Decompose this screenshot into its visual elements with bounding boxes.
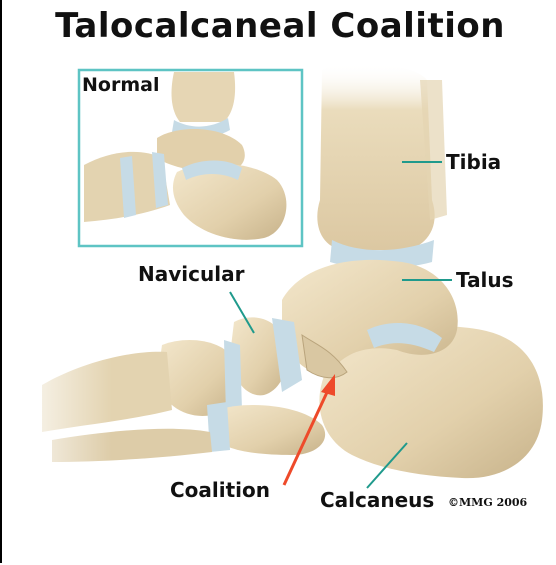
coalition-label: Coalition — [170, 478, 270, 502]
tibia-label: Tibia — [446, 150, 501, 174]
inset-tibia — [172, 72, 236, 122]
talus-label: Talus — [456, 268, 514, 292]
normal-inset-label: Normal — [82, 74, 159, 96]
navicular-label: Navicular — [138, 262, 244, 286]
copyright-text: ©MMG 2006 — [448, 496, 527, 509]
tibia-bone — [317, 63, 434, 250]
calcaneus-label: Calcaneus — [320, 488, 434, 512]
diagram-title: Talocalcaneal Coalition — [2, 6, 556, 46]
